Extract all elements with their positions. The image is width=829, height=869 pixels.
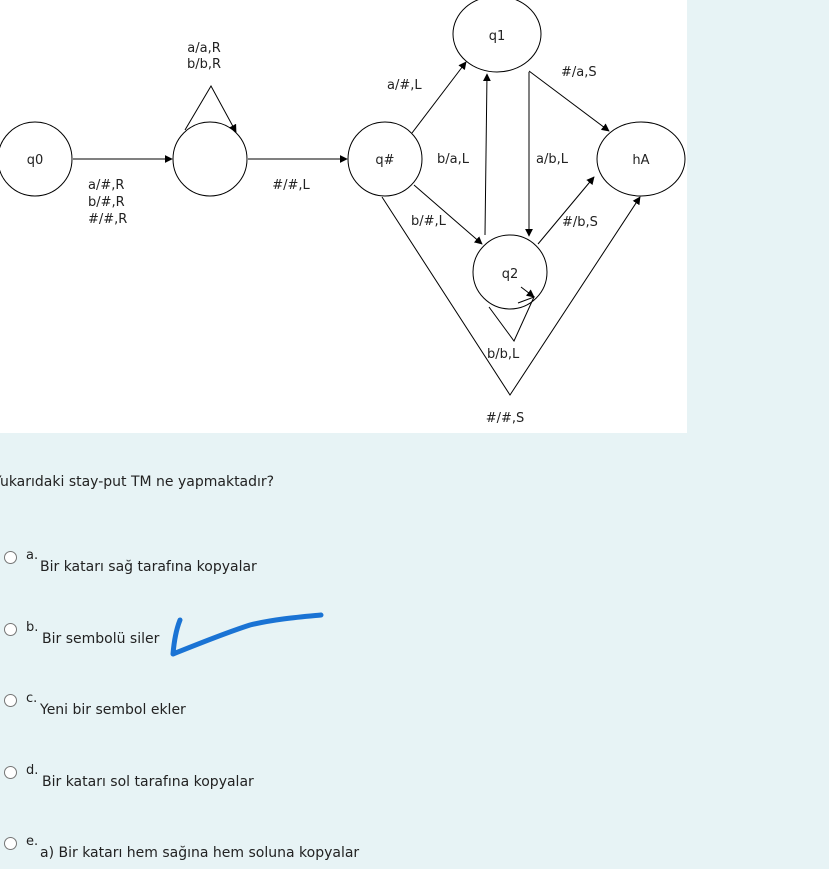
- edge-q2-to-hA: [537, 176, 595, 245]
- edge-loop-s1: [184, 84, 237, 133]
- label-q0-s1-line3: #/#,R: [88, 212, 127, 227]
- state-q2-label: q2: [502, 267, 519, 282]
- label-loop1-line1: a/a,R: [187, 41, 220, 56]
- option-e-label: a) Bir katarı hem sağına hem soluna kopy…: [40, 845, 360, 861]
- state-q1-label: q1: [489, 29, 506, 44]
- edge-q2-to-q1: [482, 73, 491, 236]
- state-q0-label: q0: [27, 153, 44, 168]
- label-q1-hA: #/a,S: [561, 65, 597, 80]
- option-a-label: Bir katarı sağ tarafına kopyalar: [40, 559, 257, 575]
- option-e-letter: e.: [26, 834, 39, 849]
- label-loop1-line2: b/b,R: [187, 57, 221, 72]
- option-d-label: Bir katarı sol tarafına kopyalar: [42, 774, 254, 790]
- edge-q1-to-hA: [528, 70, 610, 132]
- label-q2-q1: b/a,L: [437, 152, 470, 167]
- radio-button-c[interactable]: [4, 694, 17, 707]
- label-qhash-hA: #/#,S: [486, 411, 525, 426]
- state-q0: q0: [0, 121, 73, 197]
- option-b-label: Bir sembolü siler: [42, 631, 160, 647]
- option-d[interactable]: d. Bir katarı sol tarafına kopyalar: [0, 763, 260, 796]
- diagram-panel: q0 q# q1 q2 hA: [0, 0, 687, 433]
- label-s1-qhash: #/#,L: [272, 178, 310, 193]
- radio-button-b[interactable]: [4, 623, 17, 636]
- state-hA-label: hA: [632, 153, 649, 168]
- edge-qhash-to-hA: [381, 196, 641, 396]
- state-q-hash: q#: [347, 121, 423, 197]
- turing-machine-diagram: q0 q# q1 q2 hA: [0, 0, 686, 426]
- label-q0-s1-line2: b/#,R: [88, 195, 125, 210]
- radio-button-a[interactable]: [4, 551, 17, 564]
- state-q2: q2: [472, 234, 548, 310]
- radio-button-e[interactable]: [4, 837, 17, 850]
- option-a-letter: a.: [26, 548, 39, 563]
- label-q1-q2: a/b,L: [536, 152, 569, 167]
- option-b[interactable]: b. Bir sembolü siler: [0, 620, 170, 653]
- option-e[interactable]: e. a) Bir katarı hem sağına hem soluna k…: [0, 834, 360, 867]
- option-a[interactable]: a. Bir katarı sağ tarafına kopyalar: [0, 548, 260, 581]
- state-hA: hA: [596, 121, 686, 197]
- label-qhash-q2: b/#,L: [411, 214, 447, 229]
- option-c-label: Yeni bir sembol ekler: [40, 702, 186, 718]
- option-c[interactable]: c. Yeni bir sembol ekler: [0, 691, 200, 724]
- option-d-letter: d.: [26, 763, 39, 778]
- edge-loop-q2-head: [520, 286, 535, 298]
- label-q0-s1-line1: a/#,R: [88, 178, 124, 193]
- state-q-hash-label: q#: [375, 153, 394, 168]
- state-unnamed: [172, 121, 248, 197]
- option-c-letter: c.: [26, 691, 38, 706]
- question-text: Yukarıdaki stay-put TM ne yapmaktadır?: [0, 474, 275, 490]
- edge-qhash-to-q2: [413, 184, 483, 245]
- state-q1: q1: [452, 0, 542, 73]
- radio-button-d[interactable]: [4, 766, 17, 779]
- label-qhash-q1: a/#,L: [387, 78, 422, 93]
- label-q2-loop: b/b,L: [487, 347, 520, 362]
- edge-loop-q2: [488, 296, 535, 342]
- edge-qhash-to-q1: [411, 61, 467, 134]
- option-b-letter: b.: [26, 620, 39, 635]
- label-q2-hA: #/b,S: [562, 215, 598, 230]
